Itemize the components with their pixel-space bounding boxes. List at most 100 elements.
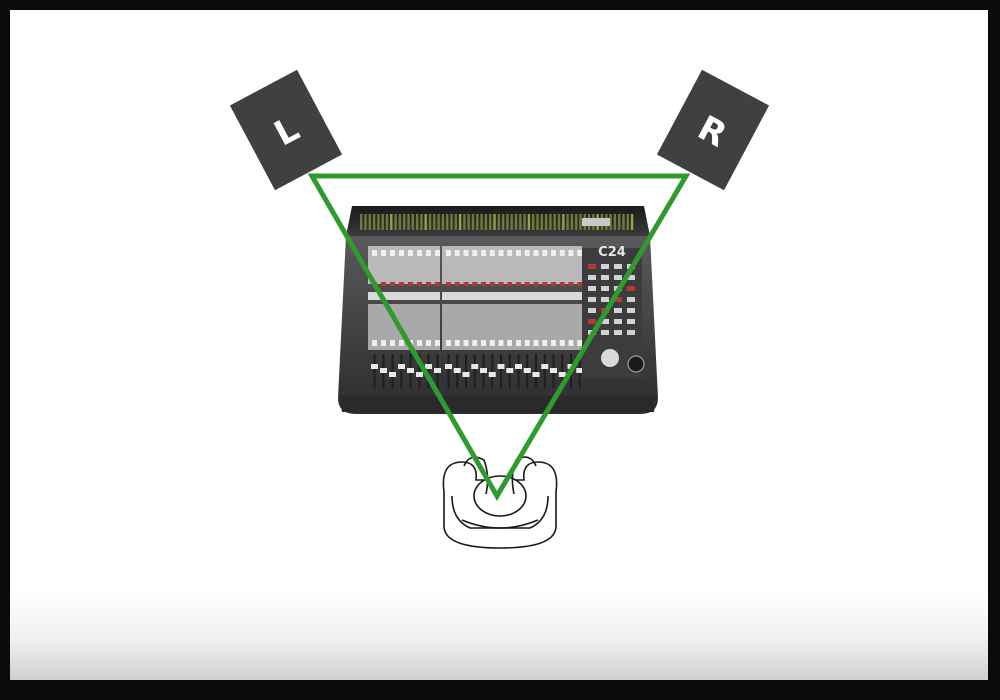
channel-led — [399, 282, 404, 286]
fader-cap — [416, 372, 423, 377]
fader-track — [418, 354, 421, 388]
meter-led — [403, 214, 406, 230]
meter-led — [463, 214, 466, 230]
channel-led — [542, 282, 548, 286]
channel-led — [568, 282, 574, 286]
control-key — [601, 297, 609, 302]
channel-led — [454, 282, 460, 286]
channel-strips — [368, 246, 584, 388]
meter-led — [579, 214, 582, 230]
channel-led — [498, 282, 504, 286]
meter-led — [626, 214, 629, 230]
meter-led — [566, 214, 569, 230]
strip-scribble-display — [512, 292, 582, 300]
meter-led — [476, 214, 479, 230]
meter-led — [497, 214, 500, 230]
channel-button — [489, 340, 495, 346]
right-speaker-box — [656, 69, 770, 191]
meter-led — [411, 214, 414, 230]
fader-track — [465, 354, 467, 388]
channel-button — [435, 250, 440, 256]
meter-led — [441, 214, 445, 230]
channel-button — [472, 250, 478, 256]
fader-cap — [523, 368, 531, 373]
channel-button — [516, 250, 521, 256]
channel-button — [435, 340, 440, 346]
meter-led — [415, 214, 419, 230]
meter-led — [536, 214, 539, 230]
meter-led — [360, 214, 363, 230]
channel-button — [472, 340, 478, 346]
channel-button — [426, 340, 431, 346]
channel-button — [559, 340, 565, 346]
meter-led — [544, 214, 548, 230]
listener-shoulders — [461, 519, 539, 529]
channel-button — [399, 250, 404, 256]
control-key — [614, 275, 622, 280]
channel-button — [524, 250, 530, 256]
control-key — [588, 297, 596, 302]
channel-button — [463, 250, 469, 256]
fader-cap — [515, 364, 522, 369]
meter-led — [368, 214, 371, 230]
meter-led — [446, 214, 449, 230]
transport-cross-pad — [601, 349, 619, 367]
control-key — [627, 319, 635, 324]
jog-wheel — [627, 355, 645, 373]
fader-cap — [371, 364, 378, 369]
fader-track — [427, 354, 430, 388]
channel-button — [568, 340, 574, 346]
meter-led — [428, 214, 432, 230]
strip-scribble-display — [368, 292, 440, 300]
channel-button — [426, 250, 431, 256]
meter-led — [480, 214, 483, 230]
control-key — [627, 275, 635, 280]
channel-button — [542, 340, 548, 346]
meter-led — [484, 214, 488, 230]
fader-cap — [445, 364, 452, 369]
meter-led — [398, 214, 402, 230]
fader-cap — [453, 368, 461, 373]
console-model-label: C24 — [598, 245, 626, 260]
channel-button — [463, 340, 469, 346]
control-key — [627, 297, 635, 302]
meter-led — [557, 214, 561, 230]
channel-button — [446, 340, 451, 346]
fader-track — [561, 354, 564, 388]
channel-led — [463, 282, 469, 286]
channel-led — [381, 282, 386, 286]
meter-led — [613, 214, 617, 230]
fader-track — [373, 354, 376, 388]
meter-led — [549, 214, 552, 230]
channel-button — [454, 250, 460, 256]
channel-led — [472, 282, 478, 286]
meter-led — [489, 214, 492, 230]
meter-led — [458, 214, 462, 230]
control-key — [588, 286, 596, 291]
channel-button — [533, 340, 539, 346]
stereo-triangle — [307, 173, 691, 501]
fader-cap — [471, 364, 479, 369]
channel-button — [390, 340, 395, 346]
meter-led — [471, 214, 475, 230]
control-key — [614, 330, 622, 335]
channel-led — [390, 282, 395, 286]
meter-led — [506, 214, 509, 230]
channel-button — [454, 340, 460, 346]
channel-led — [507, 282, 513, 286]
fader-track — [543, 354, 546, 388]
fader-cap — [488, 372, 496, 377]
channel-button — [481, 340, 486, 346]
channel-led — [489, 282, 495, 286]
console-front-lip — [340, 396, 656, 412]
channel-led — [481, 282, 486, 286]
meter-led — [437, 214, 440, 230]
fader-track — [391, 354, 394, 388]
control-key — [601, 264, 609, 269]
fader-cap — [497, 364, 505, 369]
meter-led — [501, 214, 505, 230]
stereo-setup-diagram: L R C24 — [229, 69, 770, 549]
fader-cap — [398, 364, 405, 369]
channel-button — [551, 250, 556, 256]
channel-led — [435, 282, 440, 286]
